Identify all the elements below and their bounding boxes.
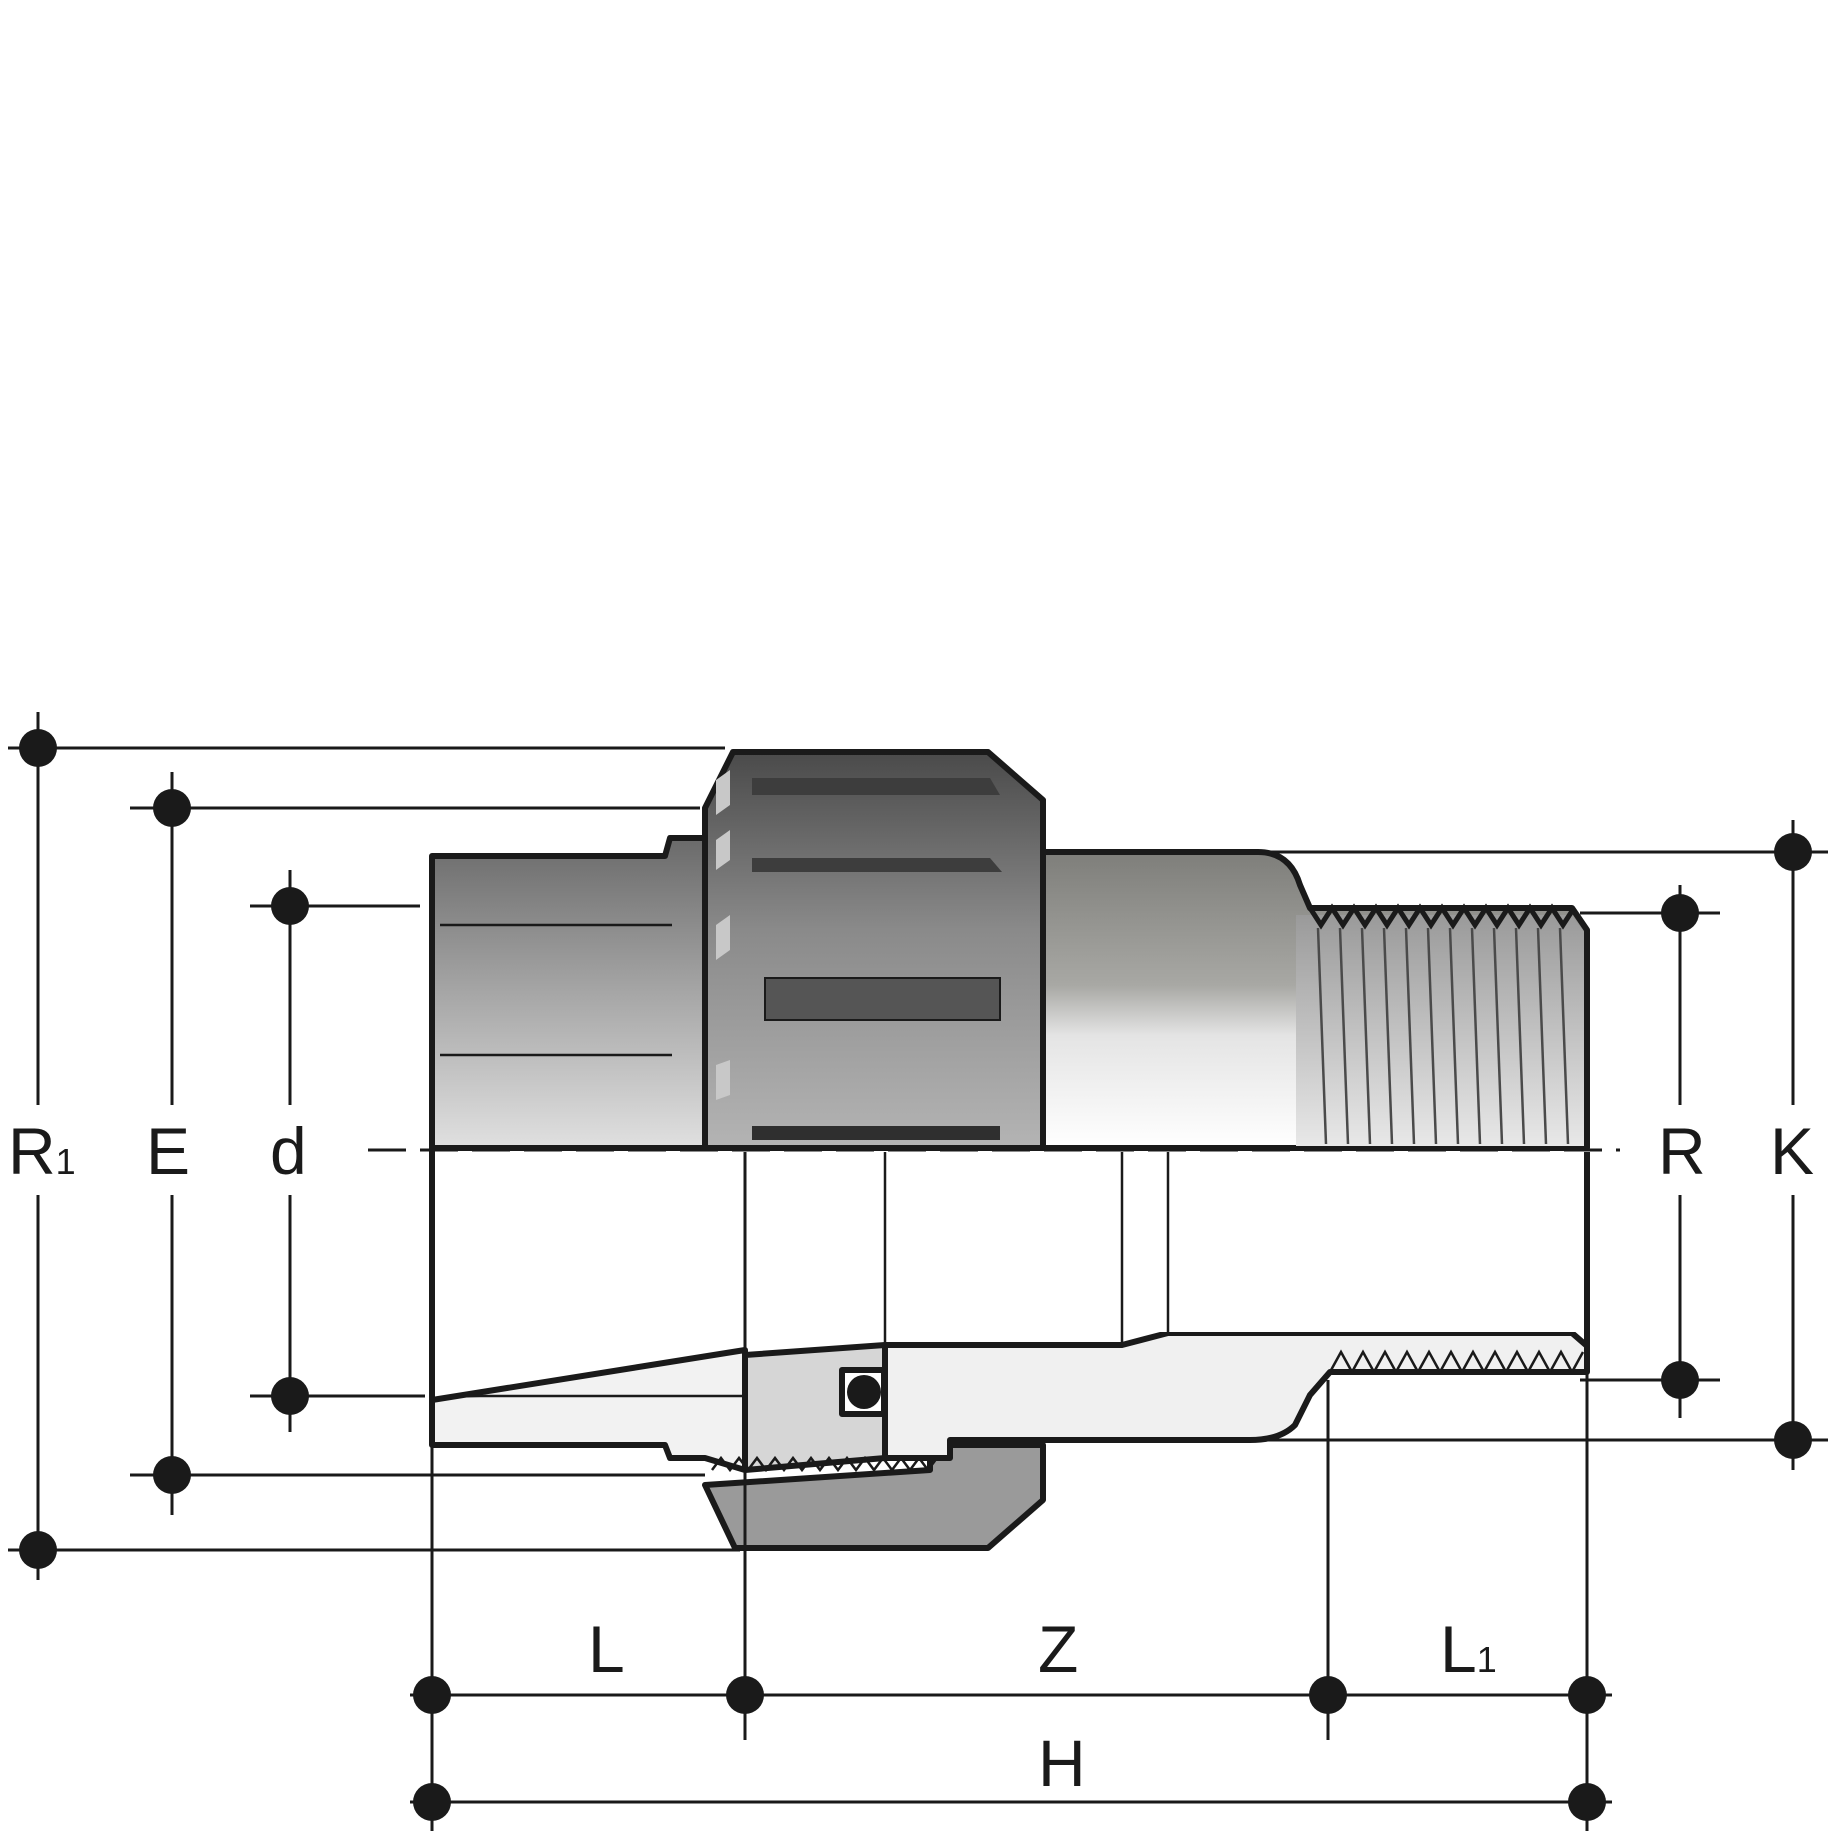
thread-flank [1514,927,1526,1145]
R-terminator-top [1661,894,1699,932]
nut-side-window-2 [716,830,730,870]
label-K: K [1770,1114,1814,1188]
label-L: L [588,1612,625,1686]
Z-L1-terminator [1309,1676,1347,1714]
L-terminator-left [413,1676,451,1714]
label-d: d [270,1114,307,1188]
thread-flank [1338,927,1350,1145]
H-terminator-left [413,1783,451,1821]
nut-rib-4 [752,1126,1000,1140]
E-terminator-top [153,789,191,827]
thread-flank [1492,927,1504,1145]
label-H: H [1038,1726,1086,1800]
thread-flank [1448,927,1460,1145]
fitting-exterior-upper-half [429,749,1590,1151]
dimension-terminators [19,729,1812,1821]
K-terminator-top [1774,833,1812,871]
socket-wall-section [429,1145,748,1473]
external-thread-teeth [1307,903,1577,930]
thread-flank [1536,927,1548,1145]
R1-terminator-top [19,729,57,767]
thread-flank-lines [1316,927,1570,1145]
label-L1: L1 [1440,1612,1497,1686]
thread-flank [1470,927,1482,1145]
thread-flank [1360,927,1372,1145]
R-terminator-bottom [1661,1361,1699,1399]
dimension-labels: R1 E d R K L Z L1 H [8,1114,1814,1800]
nut-rib-2 [752,858,1002,872]
d-terminator-top [271,887,309,925]
label-backgrounds [0,1105,1825,1195]
label-Z: Z [1038,1612,1078,1686]
body-section [882,1330,1590,1461]
d-terminator-bottom [271,1377,309,1415]
nut-side-window-1 [716,770,730,815]
thread-flank [1404,927,1416,1145]
thread-flank [1426,927,1438,1145]
thread-flank [1558,927,1570,1145]
bore [436,1152,1584,1332]
L1-terminator-right [1568,1676,1606,1714]
thread-flank [1382,927,1394,1145]
fitting-section-lower-half [429,1145,1590,1551]
o-ring [847,1375,881,1409]
union-nut [702,749,1046,1151]
R1-terminator-bottom [19,1531,57,1569]
body-external-thread-section [1328,1349,1585,1375]
nut-rib-3 [764,977,1001,1021]
nut-side-window-3 [716,915,730,960]
L-Z-terminator [726,1676,764,1714]
label-R: R [1658,1114,1706,1188]
E-terminator-bottom [153,1456,191,1494]
thread-crests [1307,903,1577,930]
K-terminator-bottom [1774,1421,1812,1459]
thread-flank [1316,927,1328,1145]
nut-side-window-4 [716,1060,730,1100]
label-E: E [146,1114,190,1188]
solvent-socket-end [429,835,708,1151]
label-R1: R1 [8,1114,76,1188]
nut-rib-1 [752,778,1000,795]
H-terminator-right [1568,1783,1606,1821]
